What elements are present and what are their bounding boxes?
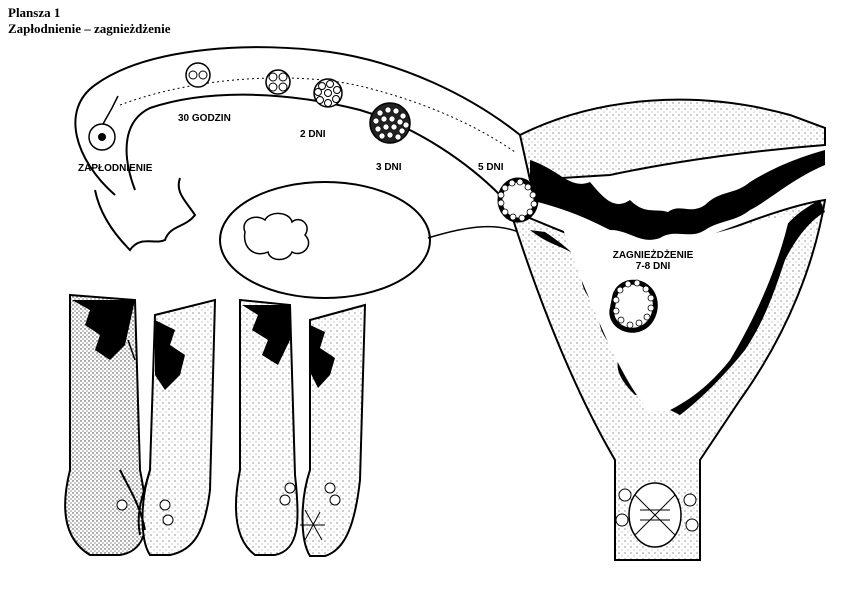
plate-number: Plansza 1 (8, 5, 61, 20)
label-3-days: 3 DNI (376, 162, 402, 173)
label-2-days: 2 DNI (300, 129, 326, 140)
ovary (219, 181, 431, 299)
label-fertilization: ZAPŁODNIENIE (78, 163, 153, 174)
plate-title: Zapłodnienie – zagnieżdżenie (8, 21, 171, 36)
small-uterus-left (64, 293, 217, 556)
embryo-two-cell (185, 62, 211, 88)
endometrium-top (530, 150, 825, 240)
endometrium-right (670, 200, 825, 415)
label-30-hours: 30 GODZIN (178, 113, 231, 124)
small-uterus-middle (234, 298, 367, 557)
label-5-days: 5 DNI (478, 162, 504, 173)
fimbriae (94, 177, 197, 252)
fallopian-tube-inner-wall (125, 93, 521, 211)
plate-header: Plansza 1 Zapłodnienie – zagnieżdżenie (8, 5, 171, 37)
label-implantation-title: ZAGNIEŻDŻENIE (612, 250, 694, 261)
ovarian-follicle (243, 212, 310, 261)
ovarian-ligament (427, 225, 526, 239)
uterine-cavity (560, 215, 790, 412)
embryo-four-cell (265, 69, 291, 95)
morula (369, 102, 411, 144)
embryo-eight-cell (313, 78, 343, 108)
label-implantation-days: 7-8 DNI (635, 261, 671, 272)
blastocyst-implantation (609, 279, 658, 333)
egg-nucleus (98, 133, 106, 141)
fallopian-tube-outline (74, 46, 531, 196)
blastocyst-5-days (497, 177, 539, 223)
uterus-fundus (518, 98, 826, 182)
sperm (102, 95, 119, 125)
main-cervix (615, 482, 699, 548)
label-implantation: ZAGNIEŻDŻENIE 7-8 DNI (608, 250, 698, 272)
